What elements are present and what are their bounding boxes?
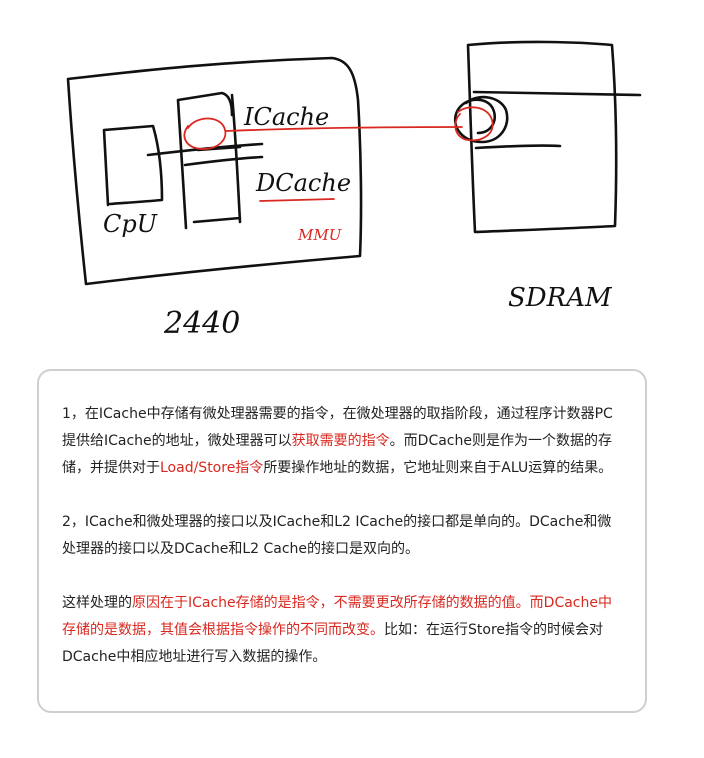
p3-text-a: 这样处理的 — [62, 595, 132, 611]
icache-label: ICache — [243, 103, 329, 131]
p1-text-b: 。而DCache则是作为一个数据的存储，并提供对于 — [62, 433, 612, 476]
p3-text-b: 比如：在运行Store指令的时候会对DCache中相应地址进行写入数据的操作。 — [62, 622, 604, 665]
p2-text: 2，ICache和微处理器的接口以及ICache和L2 ICache的接口都是单… — [62, 514, 612, 557]
cpu-box — [102, 124, 164, 207]
p3-highlight: 原因在于ICache存储的是指令，不需要更改所存储的数据的值。而DCache中存… — [62, 595, 612, 638]
dcache-label: DCache — [255, 169, 351, 197]
sdram-highlight-circle — [454, 106, 494, 142]
paragraph-2: 2，ICache和微处理器的接口以及ICache和L2 ICache的接口都是单… — [62, 509, 621, 563]
mmu-label: MMU — [297, 226, 343, 244]
p1-highlight-a: 获取需要的指令 — [291, 433, 390, 449]
hand-drawn-diagram: CpU ICache DCache MMU 2440 SDRAM — [66, 40, 642, 341]
cpu-icache-link — [146, 142, 264, 167]
cache-column-left — [176, 91, 234, 230]
dcache-underline — [259, 198, 335, 202]
sdram-inner-line — [472, 90, 642, 150]
chip-label: 2440 — [163, 306, 240, 341]
chip-2440-outline — [66, 56, 363, 286]
sdram-label: SDRAM — [508, 283, 613, 313]
icache-sdram-connection — [225, 126, 463, 132]
paragraph-3: 这样处理的原因在于ICache存储的是指令，不需要更改所存储的数据的值。而DCa… — [62, 590, 621, 671]
p1-text-c: 所要操作地址的数据，它地址则来自于ALU运算的结果。 — [263, 460, 613, 476]
paragraph-1: 1，在ICache中存储有微处理器需要的指令，在微处理器的取指阶段，通过程序计数… — [62, 401, 621, 482]
explanation-card: 1，在ICache中存储有微处理器需要的指令，在微处理器的取指阶段，通过程序计数… — [37, 369, 647, 713]
p1-highlight-b: Load/Store指令 — [160, 460, 264, 476]
cpu-label: CpU — [103, 210, 158, 238]
icache-highlight-circle — [183, 117, 227, 150]
p1-text-a: 1，在ICache中存储有微处理器需要的指令，在微处理器的取指阶段，通过程序计数… — [62, 406, 613, 449]
sdram-circle-icon — [453, 95, 509, 144]
sdram-box — [466, 40, 618, 234]
